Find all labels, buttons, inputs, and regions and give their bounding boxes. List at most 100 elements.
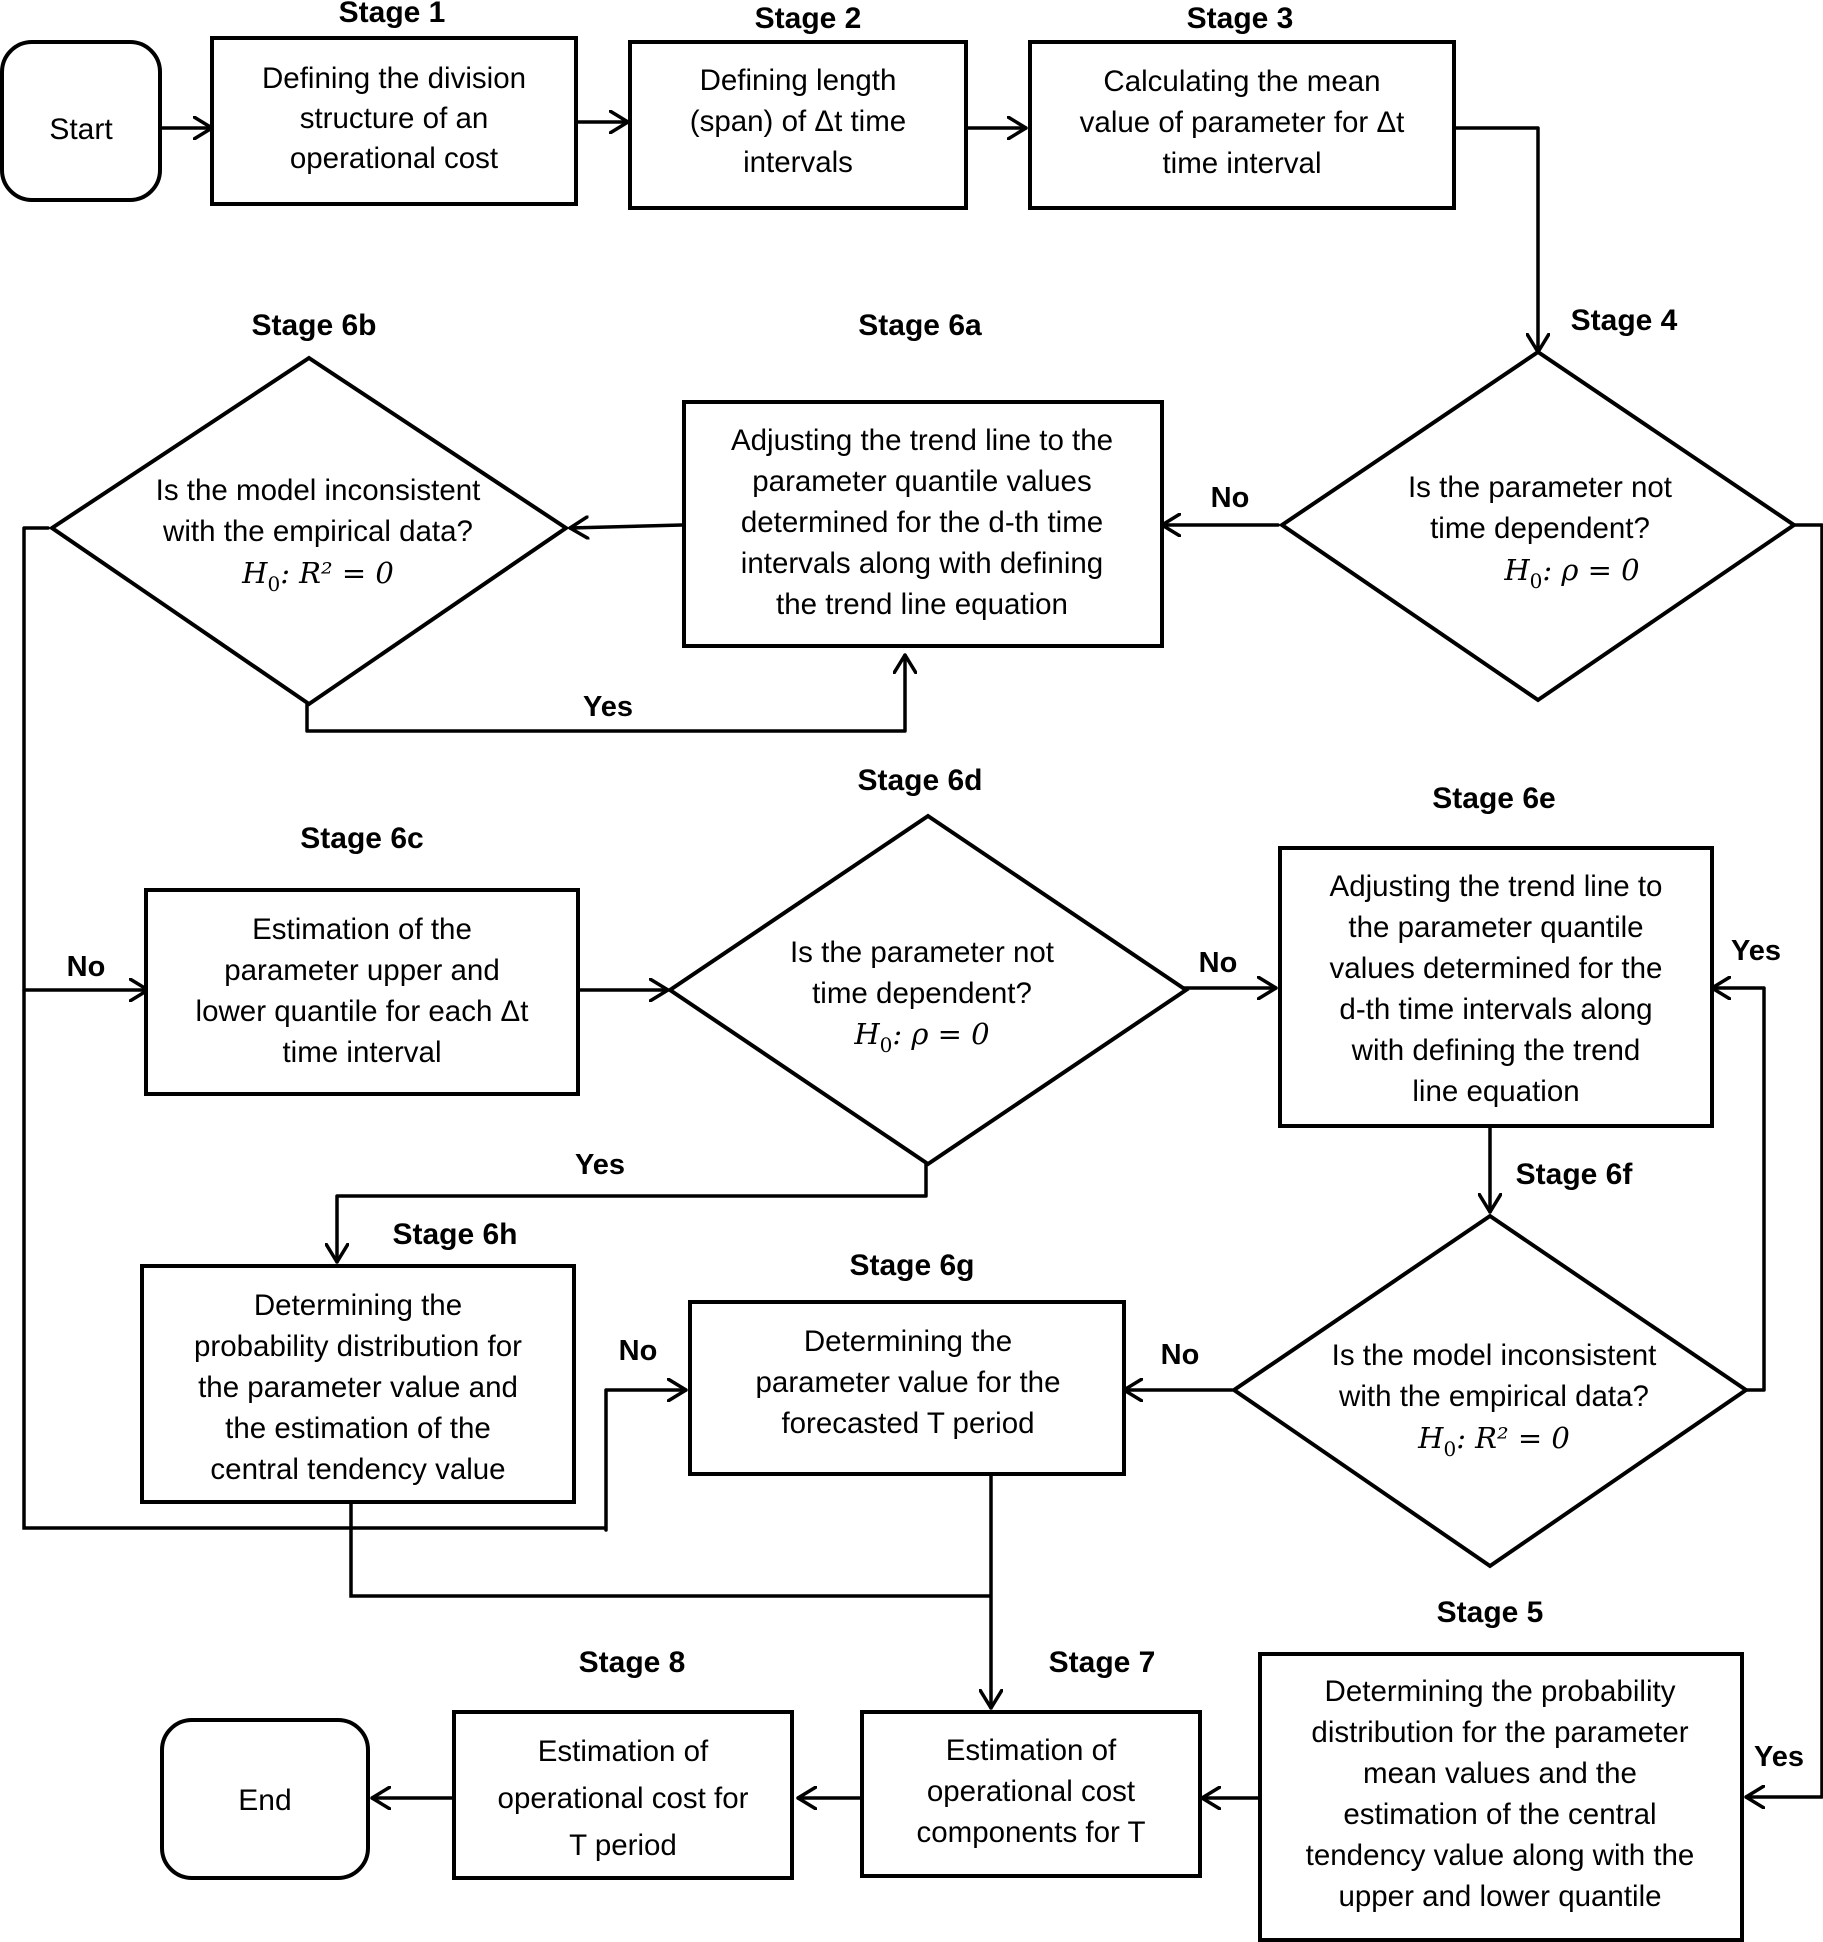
stage5-line-5: tendency value along with the xyxy=(1306,1839,1695,1872)
arrow-stage3-to-stage4 xyxy=(1452,126,1538,354)
stage6h-line-4: the estimation of the xyxy=(225,1412,491,1445)
arrow-stage6d-yes-to-stage6h xyxy=(337,1162,928,1264)
stage4-line-1: Is the parameter not xyxy=(1408,471,1672,504)
stage4-line-2: time dependent? xyxy=(1430,512,1650,545)
stage5-line-6: upper and lower quantile xyxy=(1338,1880,1661,1913)
stage6c-line-3: lower quantile for each Δt xyxy=(196,995,529,1028)
stage6h-line-3: the parameter value and xyxy=(198,1371,518,1404)
stage8-title: Stage 8 xyxy=(579,1646,686,1679)
stage3-box: Stage 3 Calculating the mean value of pa… xyxy=(1028,2,1456,210)
start-terminal: Start xyxy=(0,40,162,202)
stage2-line-1: Defining length xyxy=(700,64,897,97)
arrow-stage6b-yes-to-stage6a xyxy=(305,653,905,733)
stage1-line-3: operational cost xyxy=(290,142,498,175)
stage5-line-1: Determining the probability xyxy=(1325,1675,1676,1708)
stage6a-title: Stage 6a xyxy=(858,309,982,342)
arrow-stage6f-yes-to-stage6e xyxy=(1710,988,1766,1392)
stage6b-hypothesis: H0: R² = 0 xyxy=(241,556,394,596)
label-stage4-yes: Yes xyxy=(1754,1741,1804,1773)
stage6f-title: Stage 6f xyxy=(1516,1158,1634,1191)
stage6b-title: Stage 6b xyxy=(251,309,376,342)
stage6h-line-1: Determining the xyxy=(254,1289,462,1322)
stage6a-line-2: parameter quantile values xyxy=(752,465,1091,498)
stage4-hypothesis: H0: ρ = 0 xyxy=(1503,553,1639,593)
stage6c-line-4: time interval xyxy=(282,1036,441,1069)
stage5-title: Stage 5 xyxy=(1437,1596,1544,1629)
label-stage6f-no: No xyxy=(1161,1339,1200,1371)
stage6h-line-5: central tendency value xyxy=(210,1453,505,1486)
stage1-box: Stage 1 Defining the division structure … xyxy=(210,0,578,206)
stage3-line-1: Calculating the mean xyxy=(1103,65,1380,98)
branch-labels: No Yes Yes No No Yes Yes No No xyxy=(67,482,1804,1773)
stage7-title: Stage 7 xyxy=(1049,1646,1156,1679)
stage7-line-1: Estimation of xyxy=(946,1734,1117,1767)
stage6f-line-2: with the empirical data? xyxy=(1338,1380,1649,1413)
stage4-decision: Stage 4 Is the parameter not time depend… xyxy=(1278,304,1798,703)
arrow-stage6a-to-stage6b xyxy=(568,525,684,528)
stage5-line-4: estimation of the central xyxy=(1343,1798,1656,1831)
arrow-stage4-yes-to-stage5 xyxy=(1744,523,1823,1797)
stage6f-decision: Stage 6f Is the model inconsistent with … xyxy=(1230,1158,1750,1569)
stage6d-hypothesis: H0: ρ = 0 xyxy=(853,1017,989,1057)
stage6h-title: Stage 6h xyxy=(392,1218,517,1251)
label-stage6b-yes: Yes xyxy=(583,691,633,723)
stage1-line-1: Defining the division xyxy=(262,62,526,95)
stage6e-title: Stage 6e xyxy=(1432,782,1555,815)
stage6c-box: Stage 6c Estimation of the parameter upp… xyxy=(144,822,580,1096)
stage8-box: Stage 8 Estimation of operational cost f… xyxy=(452,1646,794,1880)
stage5-box: Stage 5 Determining the probability dist… xyxy=(1258,1596,1744,1942)
stage6d-decision: Stage 6d Is the parameter not time depen… xyxy=(666,764,1190,1167)
stage8-line-2: operational cost for xyxy=(498,1782,749,1815)
stage6d-line-2: time dependent? xyxy=(812,977,1032,1010)
stage2-line-2: (span) of Δt time xyxy=(690,105,906,138)
label-stage6d-no: No xyxy=(1199,947,1238,979)
stage6e-line-3: values determined for the xyxy=(1330,952,1663,985)
stage1-title: Stage 1 xyxy=(339,0,446,29)
stage6g-line-3: forecasted T period xyxy=(781,1407,1034,1440)
line-stage6h-to-stage7 xyxy=(349,1502,991,1598)
stage3-line-2: value of parameter for Δt xyxy=(1080,106,1405,139)
stage6f-line-1: Is the model inconsistent xyxy=(1332,1339,1657,1372)
stage7-box: Stage 7 Estimation of operational cost c… xyxy=(860,1646,1202,1878)
arrow-bus-no-to-stage6g xyxy=(604,1390,688,1532)
stage2-box: Stage 2 Defining length (span) of Δt tim… xyxy=(628,2,968,210)
stage5-line-3: mean values and the xyxy=(1363,1757,1637,1790)
stage6c-title: Stage 6c xyxy=(300,822,423,855)
label-stage4-no: No xyxy=(1211,482,1250,514)
stage6c-line-2: parameter upper and xyxy=(224,954,500,987)
stage6a-line-4: intervals along with defining xyxy=(741,547,1103,580)
start-label: Start xyxy=(49,113,113,146)
stage8-line-1: Estimation of xyxy=(538,1735,709,1768)
stage2-title: Stage 2 xyxy=(755,2,862,35)
stage6c-line-1: Estimation of the xyxy=(252,913,472,946)
label-stage6d-yes: Yes xyxy=(575,1149,625,1181)
stage8-line-3: T period xyxy=(569,1829,677,1862)
stage6h-line-2: probability distribution for xyxy=(194,1330,522,1363)
stage6h-box: Stage 6h Determining the probability dis… xyxy=(140,1218,576,1504)
stage3-title: Stage 3 xyxy=(1187,2,1294,35)
line-left-bus xyxy=(22,990,606,1530)
stage7-line-3: components for T xyxy=(916,1816,1145,1849)
stage6e-line-4: d-th time intervals along xyxy=(1339,993,1652,1026)
stage5-line-2: distribution for the parameter xyxy=(1311,1716,1688,1749)
stage2-line-3: intervals xyxy=(743,146,853,179)
stage6e-line-6: line equation xyxy=(1412,1075,1579,1108)
end-terminal: End xyxy=(160,1718,370,1880)
stage6f-hypothesis: H0: R² = 0 xyxy=(1417,1421,1570,1461)
stage6a-line-5: the trend line equation xyxy=(776,588,1068,621)
label-stage6b-no: No xyxy=(67,951,106,983)
stage6e-line-2: the parameter quantile xyxy=(1348,911,1643,944)
stage6e-line-5: with defining the trend xyxy=(1351,1034,1641,1067)
stage6d-line-1: Is the parameter not xyxy=(790,936,1054,969)
stage1-line-2: structure of an xyxy=(300,102,489,135)
stage6g-box: Stage 6g Determining the parameter value… xyxy=(688,1249,1126,1476)
label-stage6f-yes: Yes xyxy=(1731,935,1781,967)
stage6e-box: Stage 6e Adjusting the trend line to the… xyxy=(1278,782,1714,1128)
arrow-stage6b-no-to-stage6c xyxy=(22,526,150,990)
stage4-title: Stage 4 xyxy=(1571,304,1678,337)
stage6b-line-1: Is the model inconsistent xyxy=(156,474,481,507)
stage7-line-2: operational cost xyxy=(927,1775,1135,1808)
stage6a-line-3: determined for the d-th time xyxy=(741,506,1103,539)
